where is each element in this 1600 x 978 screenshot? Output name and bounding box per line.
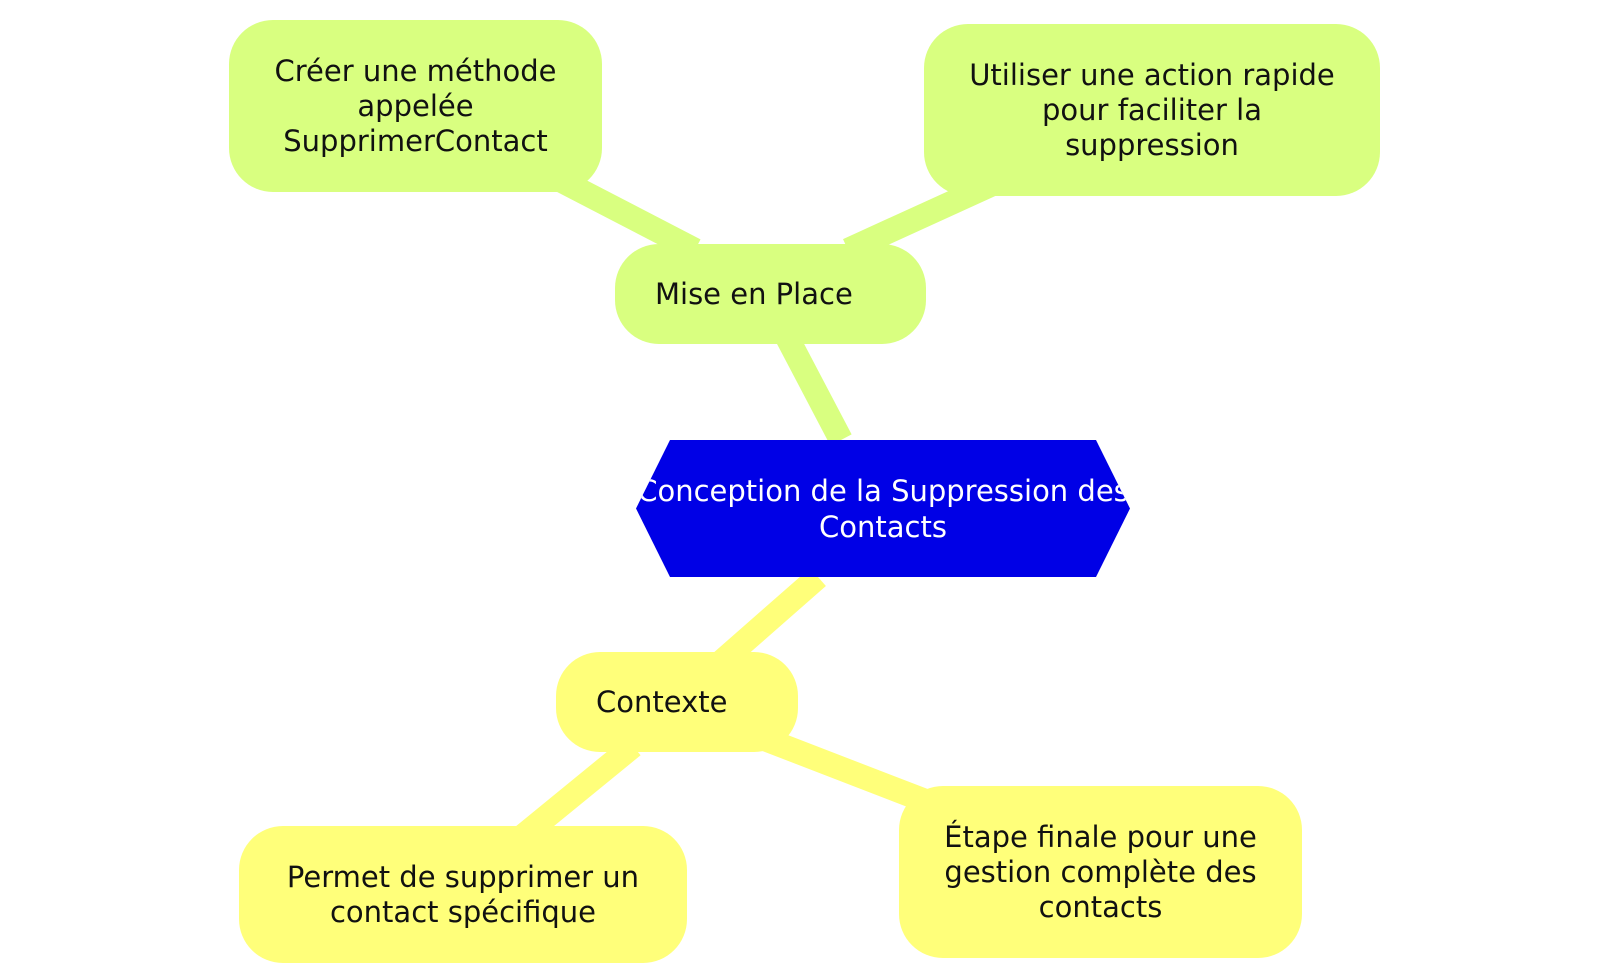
branch-label-mise-en-place: Mise en Place <box>655 276 853 311</box>
leaf-label-line: contact spécifique <box>329 894 596 929</box>
leaf-node-permet-supprimer: Permet de supprimer un contact spécifiqu… <box>239 826 687 963</box>
root-node: Conception de la Suppression des Contact… <box>636 440 1130 577</box>
leaf-node-action-rapide: Utiliser une action rapide pour facilite… <box>924 24 1380 196</box>
leaf-label-line: suppression <box>1065 127 1239 162</box>
leaf-label-line: Créer une méthode <box>274 53 557 88</box>
root-label-line-2: Suppression des Contacts <box>819 473 1129 544</box>
leaf-label-line: contacts <box>1038 889 1163 924</box>
leaf-label-line: appelée <box>357 88 474 123</box>
root-label-line-1: Conception de la <box>637 473 882 508</box>
leaf-node-etape-finale: Étape finale pour une gestion complète d… <box>899 786 1302 958</box>
leaf-node-creer-methode: Créer une méthode appelée SupprimerConta… <box>229 20 602 192</box>
leaf-label-line: SupprimerContact <box>283 123 548 158</box>
branch-node-mise-en-place: Mise en Place <box>615 244 926 344</box>
connector-contexte-to-etape-finale <box>757 726 933 814</box>
connector-contexte-to-permet-supprimer <box>510 736 641 850</box>
leaf-label-line: gestion complète des <box>944 854 1257 889</box>
leaf-label-line: Utiliser une action rapide <box>969 57 1335 92</box>
branch-node-contexte: Contexte <box>556 652 798 752</box>
branch-label-contexte: Contexte <box>596 684 728 719</box>
connector-mise-en-place-to-creer-methode <box>554 169 701 261</box>
leaf-label-line: Permet de supprimer un <box>286 859 640 894</box>
leaf-label-line: pour faciliter la <box>1042 92 1262 127</box>
leaf-label-line: Étape finale pour une <box>944 819 1257 854</box>
